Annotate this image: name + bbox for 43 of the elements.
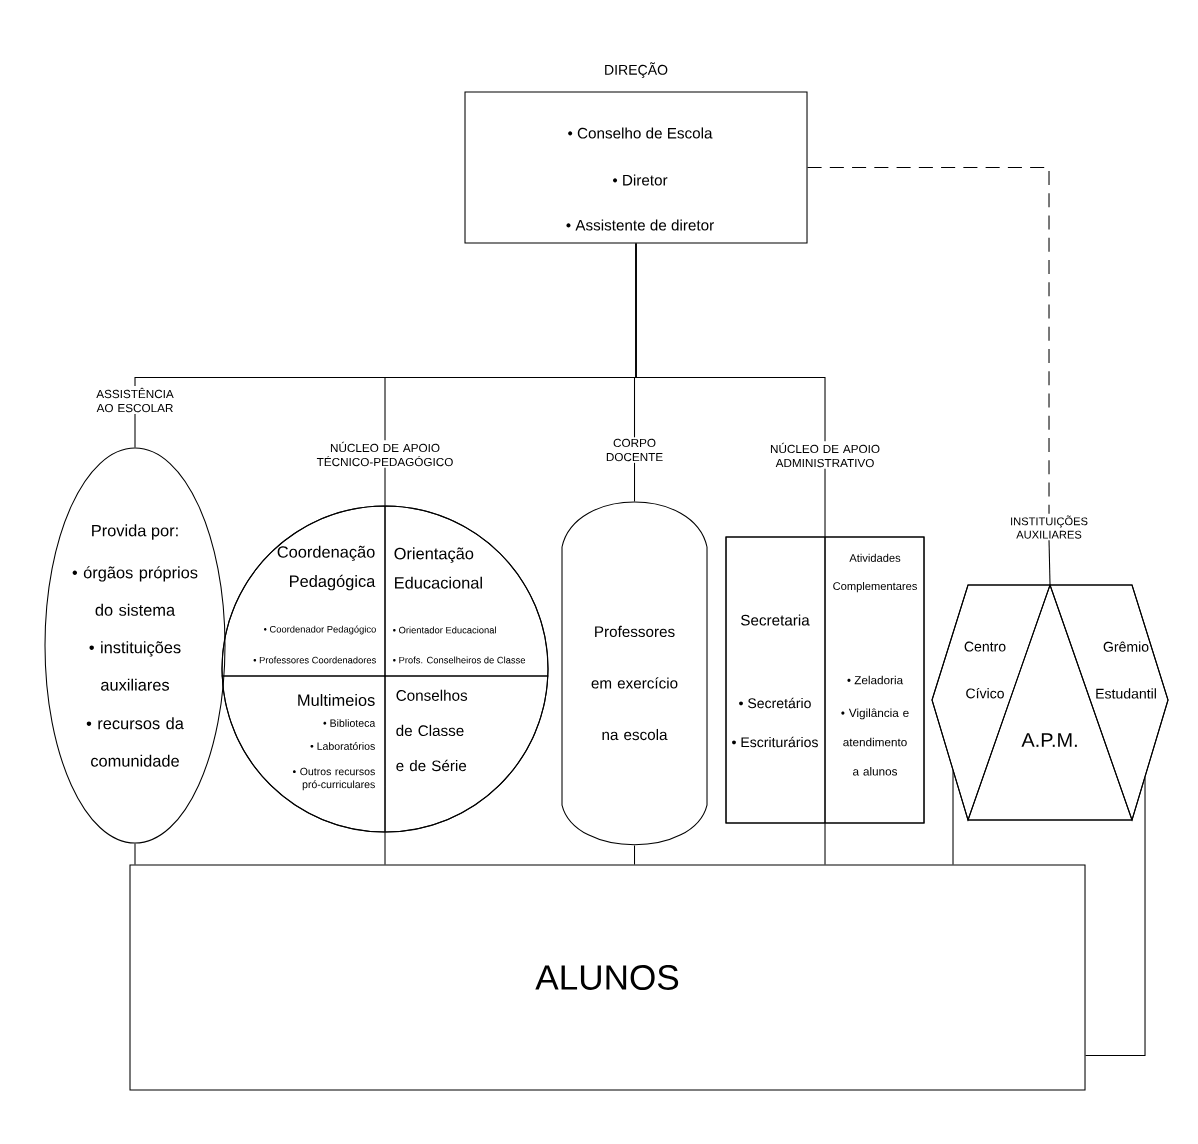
item-text: Professores em exercício na escola — [591, 625, 678, 741]
item-text: Provida por: — [92, 524, 178, 540]
item-text: • Vigilância e atendimento a alunos — [841, 708, 909, 776]
item-text: • órgãos próprios do sistema — [72, 566, 198, 616]
item-text: • Zeladoria — [847, 675, 904, 685]
connector-line — [807, 166, 1050, 515]
item-text: • Assistente de diretor — [566, 219, 714, 231]
connector-line — [824, 823, 826, 865]
group-heading: NÚCLEO DE APOIO ADMINISTRATIVO — [770, 442, 880, 468]
connector-line — [952, 770, 954, 865]
item-text: • Secretário — [739, 697, 811, 709]
group-heading: CORPO DOCENTE — [606, 438, 663, 462]
item-text: • Biblioteca — [323, 719, 376, 727]
item-text: • Conselho de Escola — [568, 127, 713, 139]
connector-line — [1085, 777, 1146, 1057]
item-text: • Profs. Conselheiros de Classe — [393, 656, 526, 664]
item-text: • recursos da comunidade — [86, 717, 184, 767]
group-heading: DIREÇÃO — [605, 62, 668, 78]
item-text: • Orientador Educacional — [393, 626, 496, 634]
section-title: Orientação Educacional — [394, 547, 482, 589]
item-text: • Outros recursos pró-curriculares — [292, 767, 375, 791]
connector-line — [634, 845, 636, 865]
connector-line — [635, 243, 826, 442]
connector-line — [384, 832, 386, 865]
section-title: Atividades Complementares — [833, 553, 917, 593]
item-text: • Escriturários — [732, 736, 818, 748]
section-title: Secretaria — [741, 614, 810, 626]
item-text: • Diretor — [613, 174, 668, 186]
item-text: • Professores Coordenadores — [253, 656, 376, 664]
group-heading: INSTITUIÇÕES AUXILIARES — [1011, 515, 1088, 539]
item-text: Grêmio Estudantil — [1096, 641, 1156, 699]
section-title: Conselhos de Classe e de Série — [396, 689, 468, 772]
item-text: • instituições auxiliares — [89, 641, 181, 691]
item-text: Centro Cívico — [964, 641, 1006, 699]
item-text: ALUNOS — [535, 965, 679, 990]
connector-line — [134, 843, 136, 865]
section-title: Multimeios — [298, 694, 375, 707]
group-heading: NÚCLEO DE APOIO TÉCNICO-PEDAGÓGICO — [316, 441, 453, 467]
item-text: • Coordenador Pedagógico — [263, 625, 376, 635]
item-text: A.P.M. — [1021, 733, 1077, 747]
group-heading: ASSISTÊNCIA AO ESCOLAR — [96, 387, 174, 413]
item-text: • Laboratórios — [310, 742, 375, 750]
section-title: Coordenação Pedagógica — [277, 545, 376, 591]
